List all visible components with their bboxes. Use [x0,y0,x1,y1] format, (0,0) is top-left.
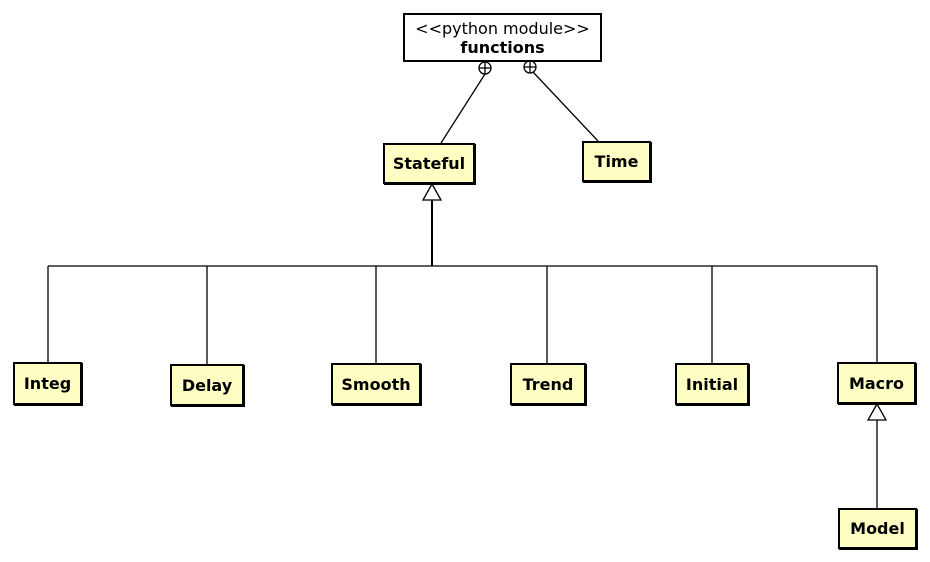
class-integ-label: Integ [23,374,72,393]
generalization-arrowhead-macro [866,402,888,421]
class-macro-label: Macro [848,373,905,393]
module-stereotype: <<python module>> [415,18,590,38]
nesting-marker-time [523,60,537,74]
nesting-line-time [532,71,599,142]
class-trend[interactable]: Trend [510,363,586,405]
module-functions[interactable]: <<python module>> functions [403,13,602,62]
class-trend-label: Trend [522,374,574,394]
class-stateful[interactable]: Stateful [383,143,475,184]
class-delay-label: Delay [181,375,233,395]
class-integ[interactable]: Integ [13,362,82,405]
class-initial[interactable]: Initial [675,363,749,405]
class-model[interactable]: Model [838,508,917,549]
class-smooth-label: Smooth [341,374,411,394]
class-time-label: Time [594,152,639,171]
class-model-label: Model [850,519,905,538]
class-time[interactable]: Time [582,141,651,182]
class-stateful-label: Stateful [392,154,466,173]
nesting-marker-stateful [478,61,492,75]
class-macro[interactable]: Macro [837,362,916,404]
class-smooth[interactable]: Smooth [331,363,421,405]
generalization-arrowhead-stateful [421,182,443,201]
class-delay[interactable]: Delay [170,364,244,406]
nesting-line-stateful [440,73,486,144]
module-name: functions [460,37,545,57]
class-initial-label: Initial [685,374,739,394]
